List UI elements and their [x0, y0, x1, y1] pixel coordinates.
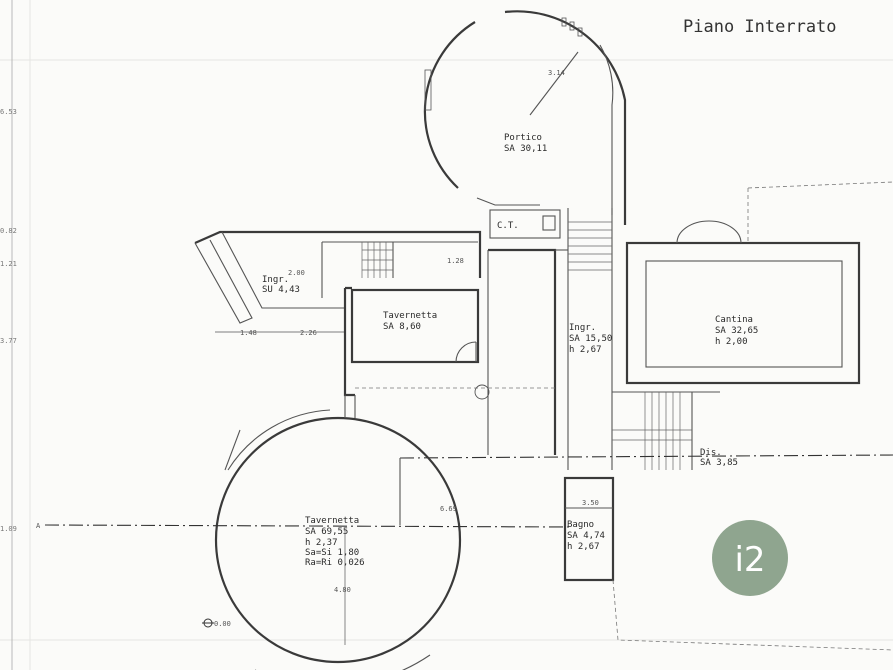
dis-name: Dis. [700, 448, 722, 458]
dis-area: SA 3,85 [700, 458, 738, 468]
cantina-area: SA 32,65 [715, 326, 758, 336]
page-title: Piano Interrato [683, 17, 837, 37]
tavernetta-big-area: SA 69,55 [305, 527, 348, 537]
left-dim-5: 1.09 [0, 525, 17, 533]
left-dim-1: 6.53 [0, 108, 17, 116]
dimension-row: 1.48 2.26 [215, 329, 345, 337]
bagno-height: h 2,67 [567, 542, 600, 552]
bagno-area: SA 4,74 [567, 531, 605, 541]
portico-room: 3.14 Portico SA 30,11 [423, 10, 627, 225]
ct-label: C.T. [497, 221, 519, 231]
tavernetta-big-sa: Sa=Si 1,80 [305, 548, 359, 558]
left-dim-4: 3.77 [0, 337, 17, 345]
tavernetta-big-ra: Ra=Ri 0,026 [305, 558, 365, 568]
bagno-name: Bagno [567, 520, 594, 530]
portico-radius-dim: 3.14 [548, 69, 565, 77]
level-marker: 0.00 [202, 618, 231, 628]
badge-label: i2 [734, 540, 765, 580]
tavernetta-small-name: Tavernetta [383, 311, 437, 321]
tavernetta-big-height: h 2,37 [305, 538, 338, 548]
tavernetta-big-room: Tavernetta SA 69,55 h 2,37 Sa=Si 1,80 Ra… [214, 395, 462, 664]
section-axis-a [44, 524, 571, 528]
ingr-center-name: Ingr. [569, 323, 596, 333]
ct-room: C.T. [489, 209, 561, 239]
dim-128: 1.28 [447, 257, 464, 265]
axis-a-label: A [36, 522, 41, 530]
ingr-left-room: 2.00 1.28 Ingr. SU 4,43 [194, 230, 482, 324]
portico-name: Portico [504, 133, 542, 143]
dim-480: 4.80 [334, 586, 351, 594]
tavernetta-big-name: Tavernetta [305, 516, 359, 526]
level-value: 0.00 [214, 620, 231, 628]
dim-669: 6.69 [440, 505, 457, 513]
portico-area: SA 30,11 [504, 144, 547, 154]
cantina-room: Cantina SA 32,65 h 2,00 [625, 181, 893, 385]
bottom-arc [255, 654, 431, 670]
tavernetta-small-room: Tavernetta SA 8,60 [350, 288, 480, 364]
dim-148: 1.48 [240, 329, 257, 337]
dim-350: 3.50 [582, 499, 599, 507]
left-dim-2: 0.82 [0, 227, 17, 235]
tavernetta-small-area: SA 8,60 [383, 322, 421, 332]
bagno-room: 3.50 Bagno SA 4,74 h 2,67 [563, 476, 893, 651]
ingr-center-height: h 2,67 [569, 345, 602, 355]
badge-i2: i2 [712, 520, 788, 596]
ingr-left-area: SU 4,43 [262, 285, 300, 295]
cantina-height: h 2,00 [715, 337, 748, 347]
ingr-center-room: Ingr. SA 15,50 h 2,67 [343, 208, 613, 470]
dim-226: 2.26 [300, 329, 317, 337]
ingr-left-name: Ingr. [262, 275, 289, 285]
section-line-upper [399, 454, 893, 459]
ingr-center-area: SA 15,50 [569, 334, 612, 344]
cantina-name: Cantina [715, 315, 753, 325]
dis-room: Dis. SA 3,85 [612, 391, 738, 470]
left-dim-3: 1.21 [0, 260, 17, 268]
dim-200: 2.00 [288, 269, 305, 277]
